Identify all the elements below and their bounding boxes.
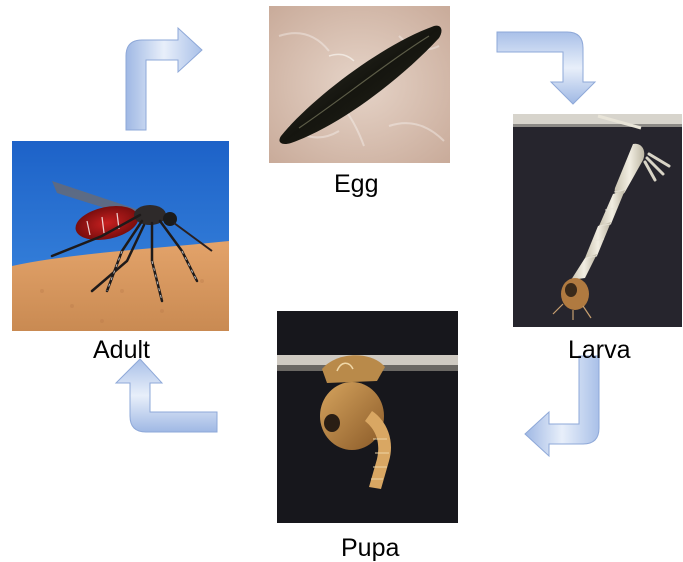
larva-image: [513, 114, 682, 327]
cycle-arrow-icon-egg-to-larva: [497, 28, 603, 106]
cycle-arrow-icon-pupa-to-adult: [112, 357, 217, 436]
adult-label: Adult: [93, 338, 150, 363]
cycle-arrow-icon-larva-to-pupa: [523, 356, 603, 458]
adult-image: [12, 141, 229, 331]
pupa-image: [277, 311, 458, 523]
larva-label: Larva: [568, 338, 631, 363]
egg-image: [269, 6, 450, 163]
pupa-label: Pupa: [341, 536, 399, 561]
cycle-arrow-icon-adult-to-egg: [122, 26, 204, 130]
egg-label: Egg: [334, 172, 378, 197]
